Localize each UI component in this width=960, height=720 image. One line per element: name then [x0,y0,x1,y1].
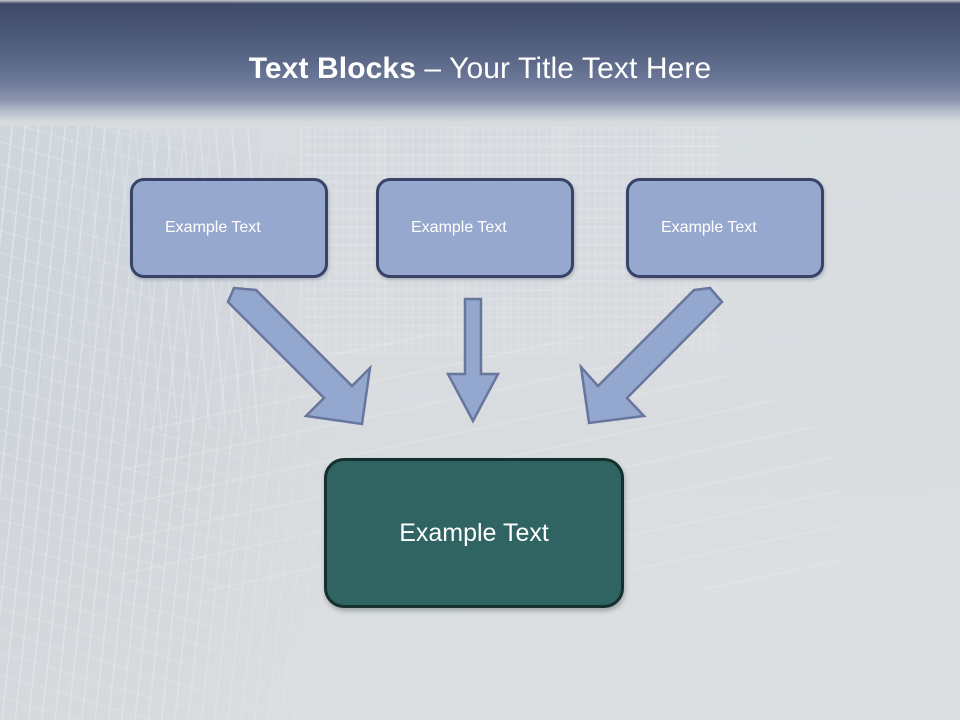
background-right-buildings [0,130,260,430]
arrow-down-icon [445,297,501,424]
arrow-down-right-icon [226,286,372,426]
text-block-3-label: Example Text [661,219,757,236]
page-title-light: Your Title Text Here [449,52,712,85]
page-title: Text Blocks – Your Title Text Here [0,52,960,86]
text-block-1-label: Example Text [165,219,261,236]
title-bar [0,0,960,126]
page-title-separator: – [416,52,450,85]
result-block-label: Example Text [399,518,549,547]
text-block-2[interactable]: Example Text [376,178,574,278]
text-block-1[interactable]: Example Text [130,178,328,278]
page-title-strong: Text Blocks [248,52,416,85]
text-block-3[interactable]: Example Text [626,178,824,278]
text-block-2-label: Example Text [411,219,507,236]
arrow-down-left-icon [579,286,724,425]
result-block[interactable]: Example Text [324,458,624,608]
